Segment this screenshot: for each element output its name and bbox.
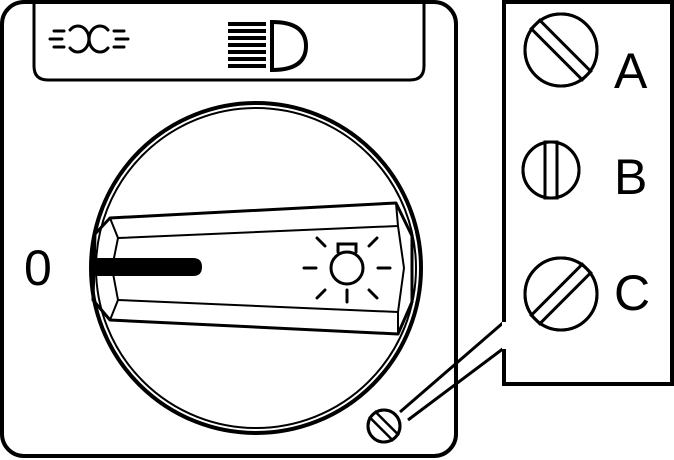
light-on-icon <box>302 236 392 304</box>
leader-lines <box>399 320 505 422</box>
switch-panel-outline <box>0 0 458 458</box>
panel-screw[interactable] <box>366 408 402 444</box>
screw-b <box>521 140 581 200</box>
screw-c <box>523 256 599 332</box>
symbol-window <box>32 2 426 82</box>
headlight-high-beam-icon <box>228 19 309 73</box>
dial-pointer <box>91 258 203 276</box>
off-position-label: 0 <box>24 240 52 296</box>
leader-gap-mask <box>502 322 508 349</box>
screw-a <box>523 12 599 88</box>
parking-lights-icon <box>48 24 130 54</box>
screw-b-label: B <box>614 149 647 205</box>
screw-a-label: A <box>614 43 648 99</box>
dial-grip-bar <box>91 201 414 336</box>
screw-c-label: C <box>614 265 650 321</box>
